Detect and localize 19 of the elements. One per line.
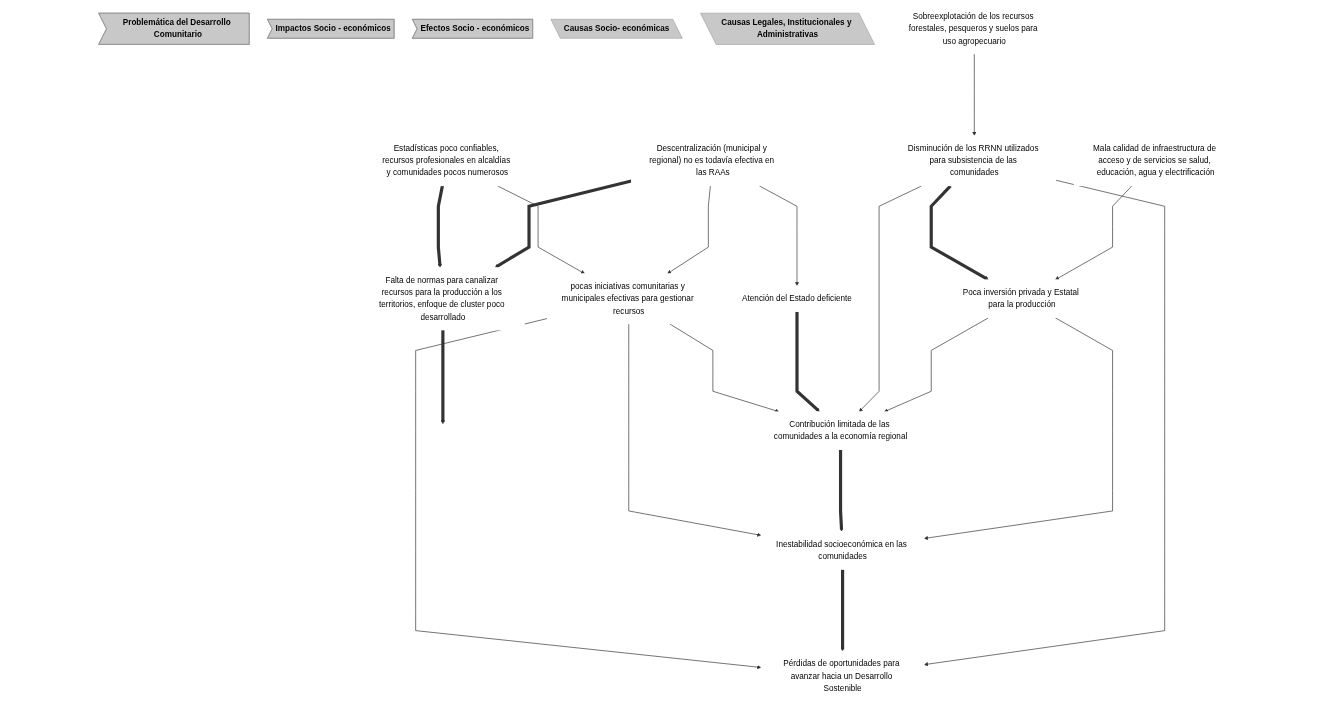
node-text: Falta de normas para canalizar recursos para la producción a los territorios, enfoque de cluster poco desarrollado	[378, 275, 505, 322]
node-text: pocas iniciativas comunitarias y municipales efectivas para gestionar recursos	[561, 281, 694, 316]
node-text: Inestabilidad socioeconómica en las comunidades	[775, 539, 907, 561]
node-text: Sobreexplotación de los recursos forestales, pesqueros y suelos para uso agropecuario	[908, 11, 1038, 46]
node-text: Disminución de los RRNN utilizados para subsistencia de las comunidades	[907, 143, 1039, 178]
arrow	[440, 330, 445, 425]
node-text: Poca inversión privada y Estatal para la producción	[962, 287, 1079, 310]
arrow	[929, 184, 989, 281]
arrow	[840, 569, 845, 652]
node-text: Descentralización (municipal y regional) no es todavía efectiva en las RAAs	[648, 143, 774, 178]
node-text: Estadísticas poco confiables, recursos profesionales en alcaldías y comunidades pocos numerosos	[381, 143, 510, 178]
node-text: Contribución limitada de las comunidades a la economía regional	[773, 419, 907, 442]
node-text: Atención del Estado deficiente	[741, 294, 852, 304]
arrow	[838, 449, 843, 532]
node-text: Mala calidad de infraestructura de acceso y de servicios se salud, educación, agua y electrificación	[1092, 143, 1216, 178]
arrow	[436, 185, 444, 268]
arrow	[494, 179, 632, 268]
arrow	[794, 311, 820, 412]
node-text: Pérdidas de oportunidades para avanzar hacia un Desarrollo Sostenible	[782, 659, 900, 693]
